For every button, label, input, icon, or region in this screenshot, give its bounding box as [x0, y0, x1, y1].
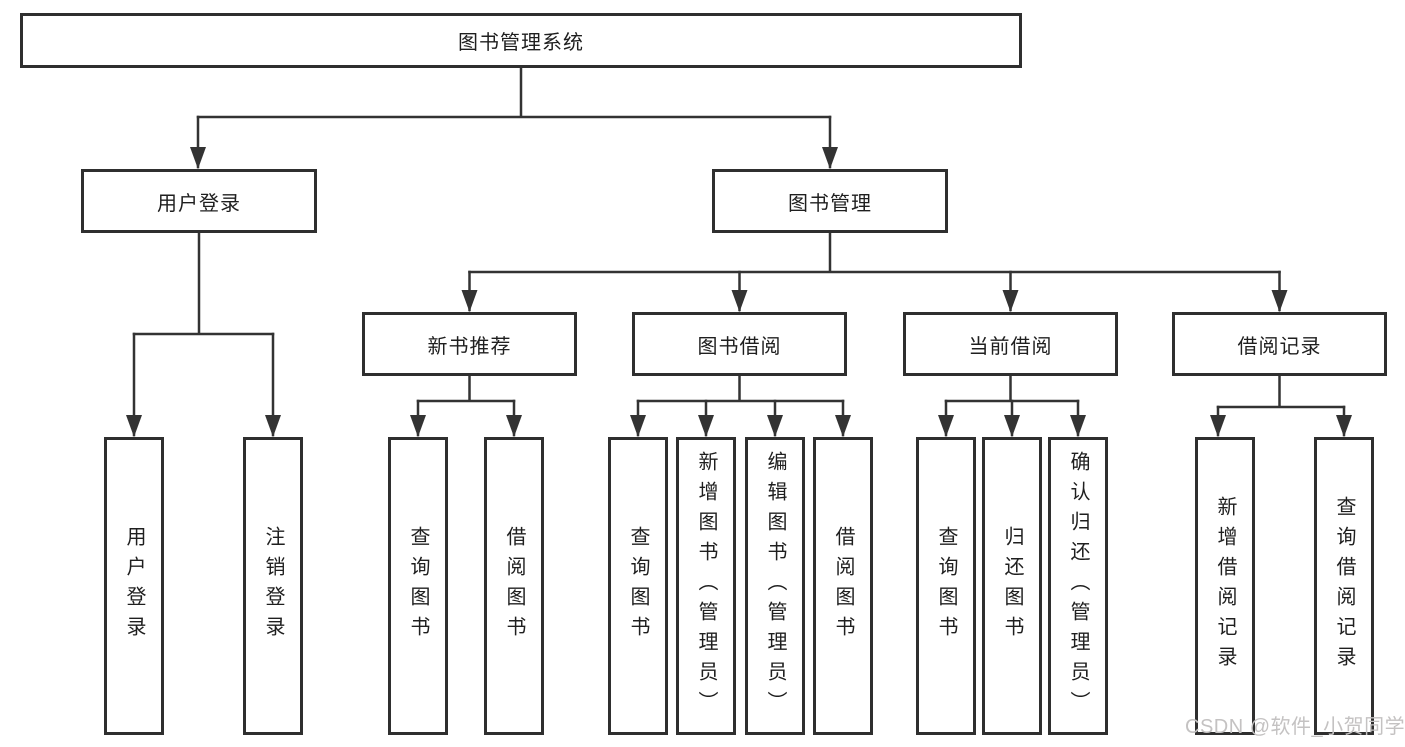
node-label: 编辑图书（管理员） — [764, 451, 786, 721]
node-label: 查询借阅记录 — [1333, 496, 1355, 676]
leaf-add-borrow-record: 新增借阅记录 — [1195, 437, 1255, 735]
node-label: 当前借阅 — [968, 335, 1053, 358]
leaf-query-books-current: 查询图书 — [916, 437, 976, 735]
node-label: 新书推荐 — [427, 335, 512, 358]
node-borrowing-records: 借阅记录 — [1172, 312, 1387, 376]
leaf-logout: 注销登录 — [243, 437, 303, 735]
node-label: 确认归还（管理员） — [1067, 451, 1089, 721]
leaf-query-borrow-record: 查询借阅记录 — [1314, 437, 1374, 735]
node-label: 图书管理 — [788, 192, 872, 215]
node-label: 注销登录 — [262, 526, 284, 646]
node-label: 用户登录 — [157, 192, 241, 215]
node-label: 用户登录 — [123, 526, 145, 646]
leaf-borrow-books-recommend: 借阅图书 — [484, 437, 544, 735]
node-current-borrowing: 当前借阅 — [903, 312, 1118, 376]
leaf-confirm-return-admin: 确认归还（管理员） — [1048, 437, 1108, 735]
leaf-user-login: 用户登录 — [104, 437, 164, 735]
leaf-add-books-admin: 新增图书（管理员） — [676, 437, 736, 735]
node-new-book-recommend: 新书推荐 — [362, 312, 577, 376]
node-label: 查询图书 — [627, 526, 649, 646]
node-label: 借阅图书 — [503, 526, 525, 646]
csdn-watermark: CSDN @软件_小贺同学 — [1185, 716, 1405, 738]
node-label: 查询图书 — [407, 526, 429, 646]
node-library-management-system: 图书管理系统 — [20, 13, 1022, 68]
node-label: 新增图书（管理员） — [695, 451, 717, 721]
node-label: 归还图书 — [1001, 526, 1023, 646]
leaf-query-books-borrowing: 查询图书 — [608, 437, 668, 735]
node-label: 新增借阅记录 — [1214, 496, 1236, 676]
node-label: 查询图书 — [935, 526, 957, 646]
leaf-edit-books-admin: 编辑图书（管理员） — [745, 437, 805, 735]
leaf-return-books: 归还图书 — [982, 437, 1042, 735]
node-label: 借阅图书 — [832, 526, 854, 646]
node-label: 图书管理系统 — [458, 32, 584, 54]
node-book-borrowing: 图书借阅 — [632, 312, 847, 376]
node-label: 借阅记录 — [1237, 335, 1322, 358]
node-book-management: 图书管理 — [712, 169, 948, 233]
leaf-query-books-recommend: 查询图书 — [388, 437, 448, 735]
node-label: 图书借阅 — [697, 335, 782, 358]
leaf-borrow-books-borrowing: 借阅图书 — [813, 437, 873, 735]
node-user-login: 用户登录 — [81, 169, 317, 233]
